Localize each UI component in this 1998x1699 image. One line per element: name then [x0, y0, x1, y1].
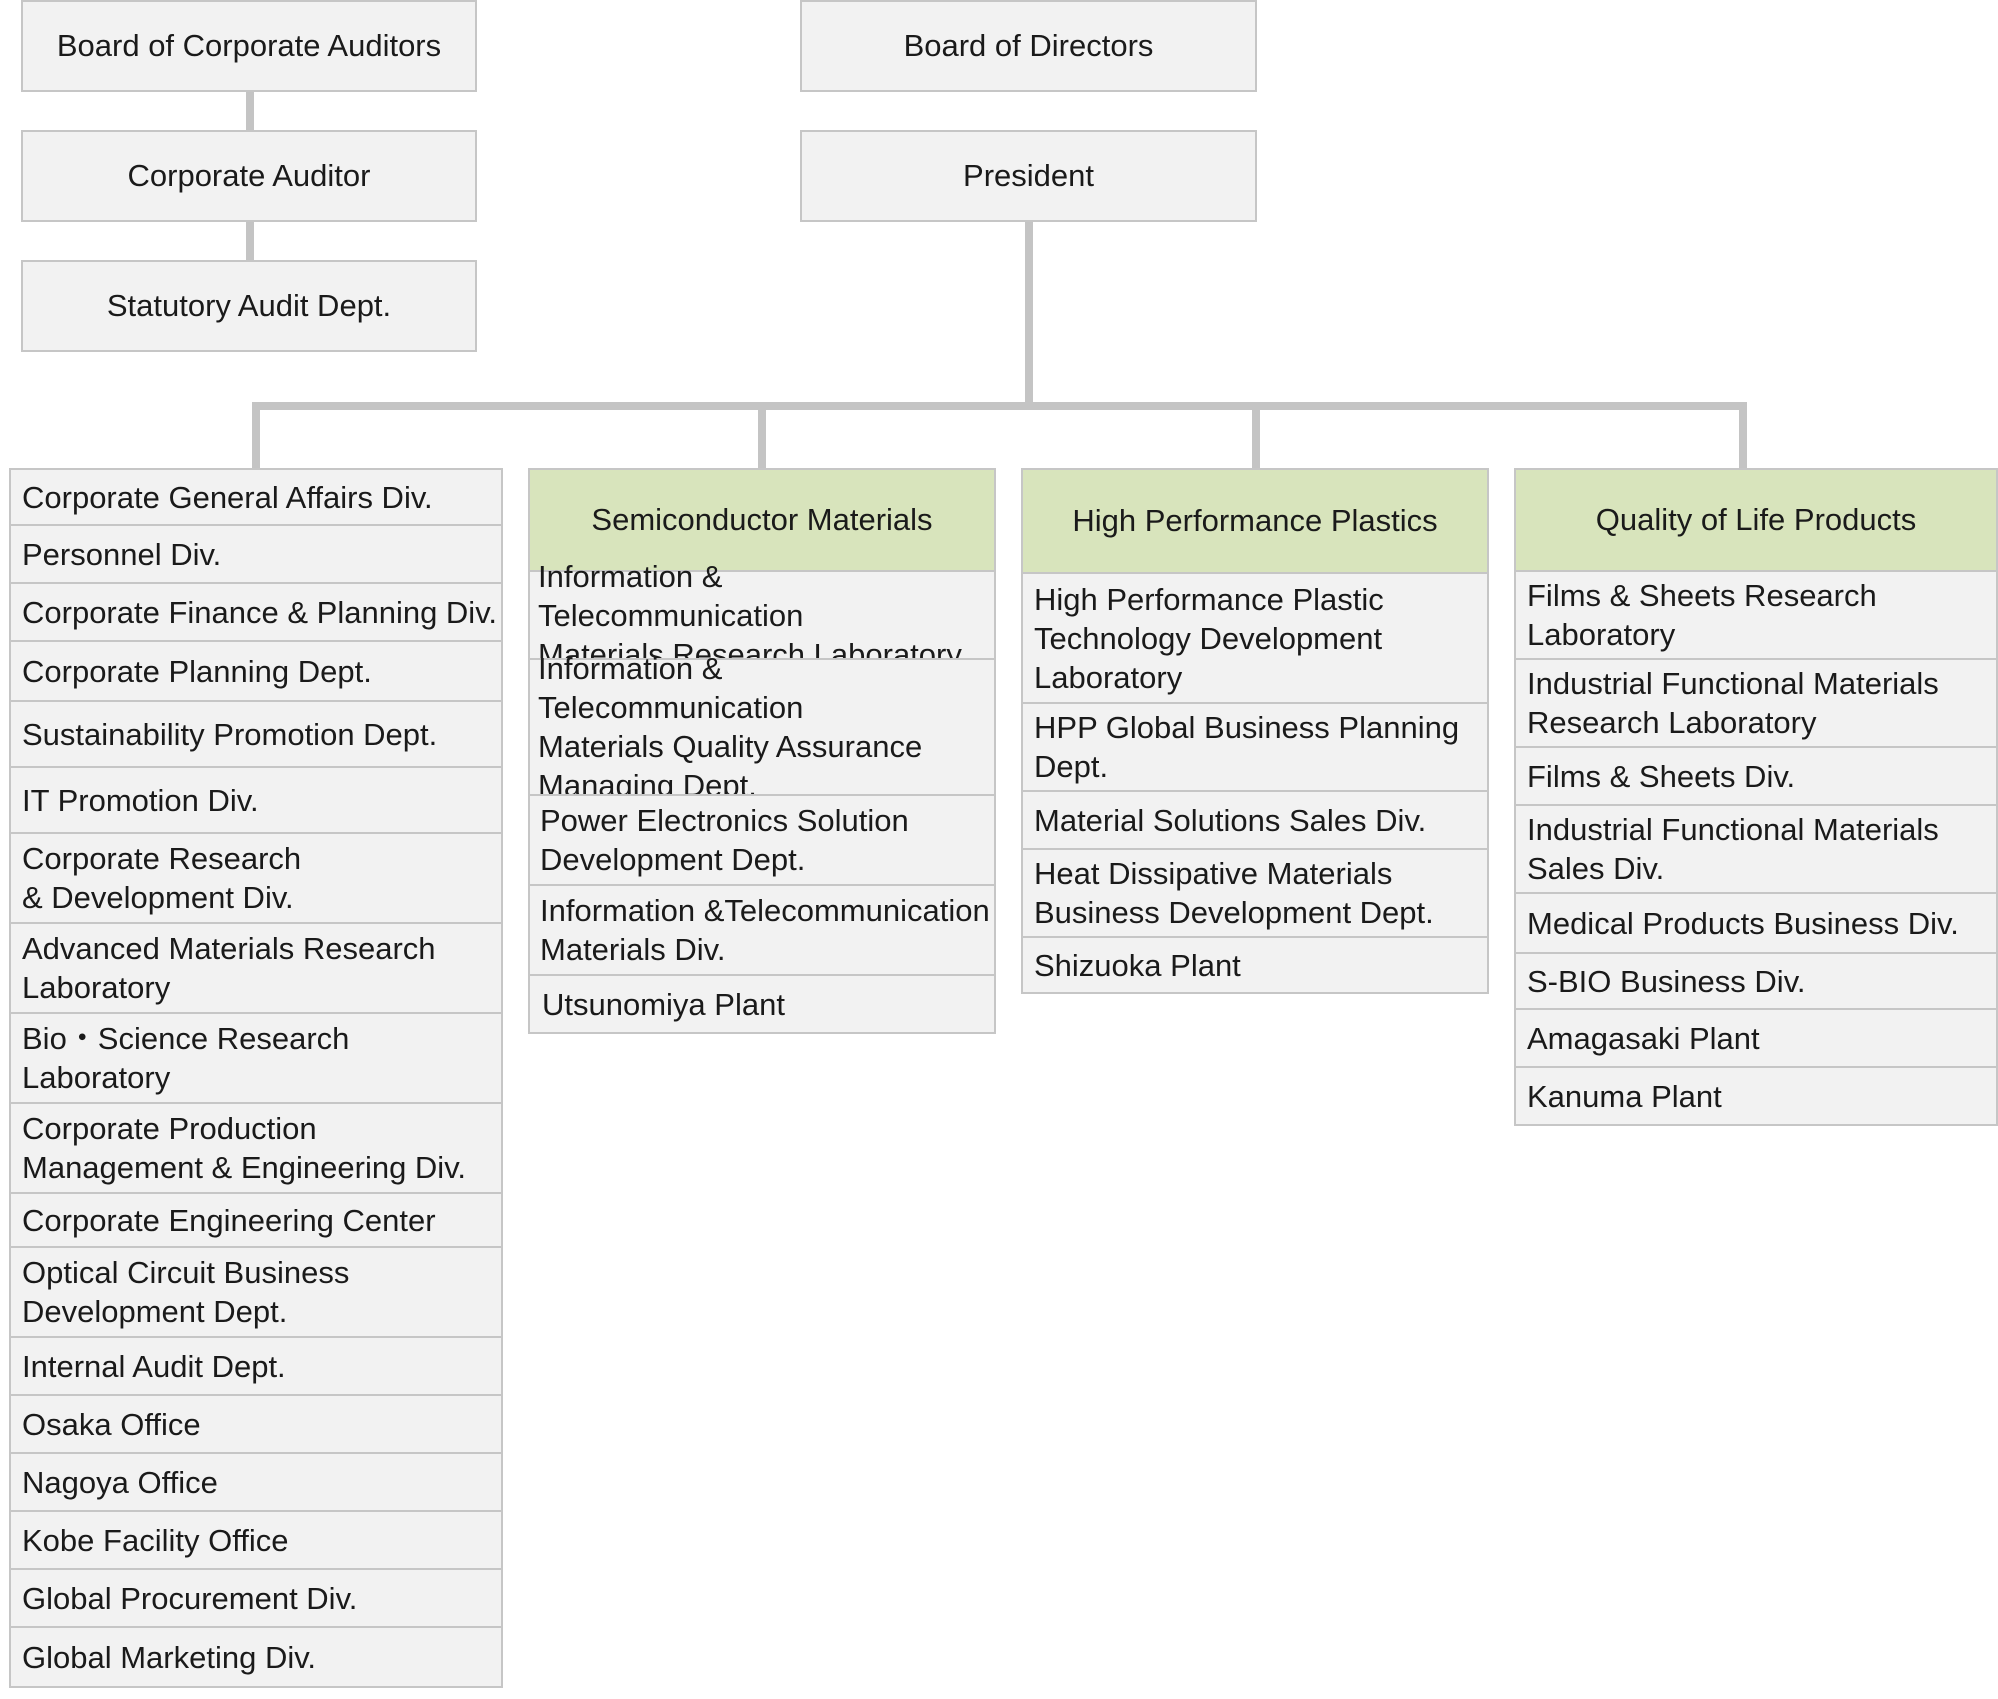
- list-item: Information & Telecommunication Material…: [528, 559, 996, 672]
- list-item: Industrial Functional Materials Sales Di…: [1514, 804, 1998, 894]
- high-performance-plastics-header: High Performance Plastics: [1021, 468, 1489, 574]
- semiconductor-materials-header: Semiconductor Materials: [528, 468, 996, 572]
- list-item: Osaka Office: [9, 1394, 503, 1454]
- list-item: Utsunomiya Plant: [528, 974, 996, 1034]
- list-item: Corporate Planning Dept.: [9, 640, 503, 702]
- semiconductor-materials-title: Semiconductor Materials: [591, 502, 933, 537]
- quality-of-life-products-title: Quality of Life Products: [1595, 502, 1917, 537]
- list-item: IT Promotion Div.: [9, 766, 503, 834]
- semiconductor-materials-column: Semiconductor Materials Information & Te…: [528, 468, 996, 1036]
- list-item: Kobe Facility Office: [9, 1510, 503, 1570]
- quality-of-life-products-column: Quality of Life Products Films & Sheets …: [1514, 468, 1998, 1128]
- statutory-audit-dept-box: Statutory Audit Dept.: [21, 260, 477, 352]
- board-of-directors-label: Board of Directors: [903, 27, 1154, 63]
- president-label: President: [963, 157, 1094, 193]
- list-item: Kanuma Plant: [1514, 1066, 1998, 1126]
- list-item: Bio・Science Research Laboratory: [9, 1012, 503, 1104]
- corporate-auditor-box: Corporate Auditor: [21, 130, 477, 222]
- connector-president-down: [1025, 220, 1033, 410]
- list-item: Corporate General Affairs Div.: [9, 468, 503, 526]
- corporate-column: Corporate General Affairs Div. Personnel…: [9, 468, 503, 1692]
- list-item: Advanced Materials Research Laboratory: [9, 922, 503, 1014]
- connector-auditors-to-auditor: [246, 90, 254, 132]
- connector-qol-drop: [1739, 402, 1747, 468]
- list-item: Corporate Finance & Planning Div.: [9, 582, 503, 642]
- statutory-audit-dept-label: Statutory Audit Dept.: [106, 287, 392, 323]
- list-item: Optical Circuit Business Development Dep…: [9, 1246, 503, 1338]
- list-item: Nagoya Office: [9, 1452, 503, 1512]
- high-performance-plastics-title: High Performance Plastics: [1072, 503, 1438, 538]
- list-item: Sustainability Promotion Dept.: [9, 700, 503, 768]
- list-item: Heat Dissipative Materials Business Deve…: [1021, 848, 1489, 938]
- corporate-auditor-label: Corporate Auditor: [127, 157, 371, 193]
- list-item: Personnel Div.: [9, 524, 503, 584]
- list-item: High Performance Plastic Technology Deve…: [1021, 572, 1489, 704]
- list-item: Corporate Research & Development Div.: [9, 832, 503, 924]
- list-item: Corporate Engineering Center: [9, 1192, 503, 1248]
- connector-corporate-drop: [252, 402, 260, 468]
- quality-of-life-products-header: Quality of Life Products: [1514, 468, 1998, 572]
- list-item: Information &Telecommunication Materials…: [528, 884, 996, 976]
- connector-semiconductor-drop: [758, 402, 766, 468]
- board-of-corporate-auditors-box: Board of Corporate Auditors: [21, 0, 477, 92]
- high-performance-plastics-column: High Performance Plastics High Performan…: [1021, 468, 1489, 996]
- list-item: Internal Audit Dept.: [9, 1336, 503, 1396]
- list-item: Global Procurement Div.: [9, 1568, 503, 1628]
- list-item: Films & Sheets Div.: [1514, 746, 1998, 806]
- list-item: Medical Products Business Div.: [1514, 892, 1998, 954]
- list-item: Material Solutions Sales Div.: [1021, 790, 1489, 850]
- connector-plastics-drop: [1252, 402, 1260, 468]
- board-of-directors-box: Board of Directors: [800, 0, 1257, 92]
- list-item: Global Marketing Div.: [9, 1626, 503, 1688]
- list-item: Corporate Production Management & Engine…: [9, 1102, 503, 1194]
- list-item: Industrial Functional Materials Research…: [1514, 658, 1998, 748]
- list-item: Shizuoka Plant: [1021, 936, 1489, 994]
- connector-horizontal-bus: [252, 402, 1747, 410]
- list-item: Information & Telecommunication Material…: [528, 651, 996, 803]
- list-item: S-BIO Business Div.: [1514, 952, 1998, 1010]
- list-item: HPP Global Business Planning Dept.: [1021, 702, 1489, 792]
- list-item: Amagasaki Plant: [1514, 1008, 1998, 1068]
- president-box: President: [800, 130, 1257, 222]
- board-of-corporate-auditors-label: Board of Corporate Auditors: [56, 27, 442, 63]
- list-item: Power Electronics Solution Development D…: [528, 794, 996, 886]
- list-item: Films & Sheets Research Laboratory: [1514, 570, 1998, 660]
- connector-auditor-to-statutory: [246, 220, 254, 262]
